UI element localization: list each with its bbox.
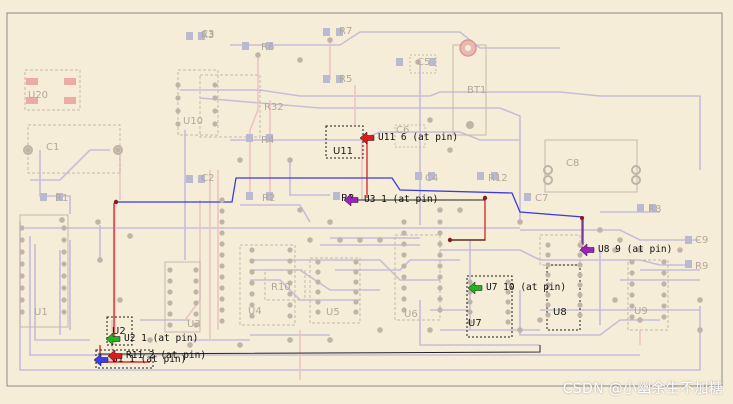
arrow-icon — [93, 353, 109, 367]
arrow-icon — [579, 243, 595, 257]
component-label-u7: U7 — [468, 318, 482, 329]
drc-marker-label: U11 6 (at pin) — [378, 132, 458, 143]
drc-marker-label: U8 9 (at pin) — [598, 244, 672, 255]
watermark-text: CSDN @小幽余生不加糖 — [562, 381, 723, 397]
silkscreen-outlines — [19, 44, 669, 333]
component-label-r3: R3 — [201, 30, 214, 41]
component-label-r9: R9 — [695, 261, 708, 272]
drc-marker[interactable]: U3 1 (at pin) — [343, 193, 438, 207]
component-label-r4: R4 — [261, 135, 274, 146]
component-label-u20: U20 — [28, 90, 48, 101]
component-label-r7: R7 — [339, 26, 352, 37]
component-label-c5: C5 — [417, 57, 430, 68]
drc-marker[interactable]: U8 9 (at pin) — [579, 243, 672, 257]
through-hole-pads — [19, 37, 703, 348]
component-label-u3: U3 — [187, 319, 201, 330]
arrow-icon — [107, 349, 123, 363]
smd-pads-grey — [40, 28, 692, 268]
drc-error-markers[interactable]: U11 6 (at pin) U3 1 (at pin) U8 9 (at pin)… — [93, 131, 672, 367]
component-label-c8: C8 — [566, 158, 579, 169]
drc-marker-label: U3 1 (at pin) — [364, 194, 438, 205]
component-label-u8: U8 — [553, 307, 567, 318]
component-label-bt1: BT1 — [467, 85, 486, 96]
component-label-r12: R12 — [488, 173, 508, 184]
component-label-r6: R6 — [261, 42, 274, 53]
drc-marker[interactable]: U2 1 (at pin) — [105, 332, 198, 346]
component-label-r5: R5 — [339, 74, 352, 85]
component-label-u6: U6 — [404, 309, 418, 320]
component-label-c9: C9 — [695, 235, 708, 246]
component-label-r1: R1 — [55, 193, 68, 204]
component-label-r32: R32 — [264, 102, 284, 113]
drc-marker-label: U7 10 (at pin) — [486, 282, 566, 293]
bt1-battery-pads — [459, 39, 477, 129]
component-label-u11: U11 — [333, 146, 353, 157]
component-label-u2: U2 — [112, 326, 126, 337]
arrow-icon — [105, 332, 121, 346]
drc-marker[interactable]: U1 1 (at pin) — [93, 353, 186, 367]
component-label-c1: C1 — [46, 142, 59, 153]
smd-pads-red — [26, 78, 76, 104]
component-label-u10: U10 — [183, 116, 203, 127]
arrow-icon — [359, 131, 375, 145]
drc-marker-label: U2 1 (at pin) — [124, 333, 198, 344]
board-outline — [6, 12, 723, 387]
highlighted-tracks-black — [97, 199, 541, 355]
component-label-r10: R10 — [271, 282, 291, 293]
drc-marker[interactable]: R11 2 (at pin) — [107, 349, 206, 363]
arrow-icon — [343, 193, 359, 207]
drc-marker-label: R11 2 (at pin) — [126, 350, 206, 361]
component-label-c7: C7 — [535, 193, 548, 204]
top-layer-tracks — [95, 40, 641, 380]
drc-marker[interactable]: U7 10 (at pin) — [467, 281, 566, 295]
component-label-c4: C4 — [425, 173, 438, 184]
component-label-r8: R8 — [648, 204, 661, 215]
component-label-u4: U4 — [248, 306, 262, 317]
component-label-c6: C6 — [396, 125, 409, 136]
highlighted-track-blue — [116, 177, 584, 245]
component-label-u1: U1 — [34, 307, 48, 318]
arrow-icon — [467, 281, 483, 295]
component-label-u9: U9 — [634, 306, 648, 317]
component-label-u5: U5 — [326, 307, 340, 318]
drc-marker[interactable]: U11 6 (at pin) — [359, 131, 458, 145]
component-label-c2: C2 — [201, 173, 214, 184]
component-label-c3: C3 — [201, 29, 214, 40]
component-label-r2: R2 — [262, 193, 275, 204]
drc-marker-label: U1 1 (at pin) — [112, 354, 186, 365]
